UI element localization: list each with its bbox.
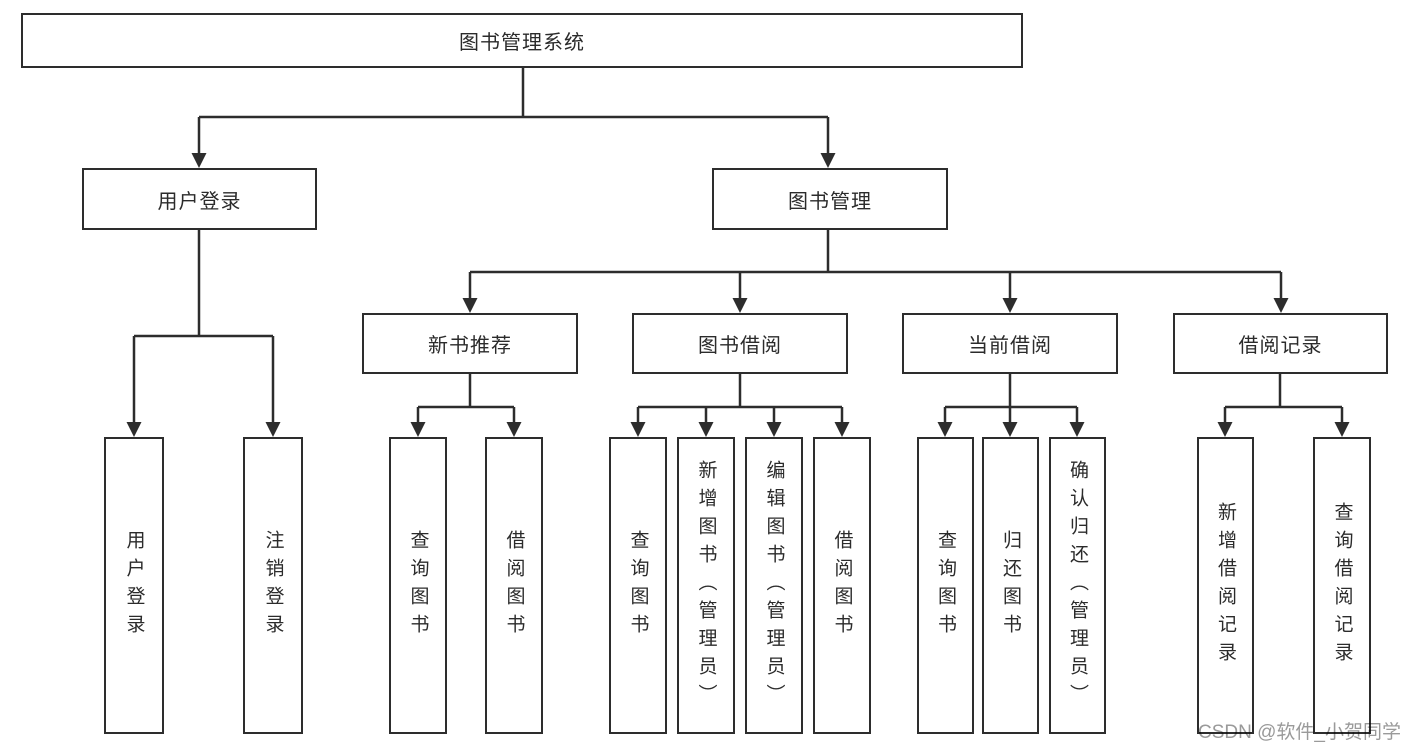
leaf-logout-label: 注销登录 bbox=[262, 529, 284, 642]
node-borrowing-records: 借阅记录 bbox=[1173, 313, 1388, 374]
leaf-edit-book-admin: 编辑图书（管理员） bbox=[745, 437, 803, 734]
leaf-add-book-admin: 新增图书（管理员） bbox=[677, 437, 735, 734]
leaf-borrowing-borrow-books: 借阅图书 bbox=[813, 437, 871, 734]
leaf-borrowing-query-books-label: 查询图书 bbox=[627, 529, 649, 642]
leaf-user-login: 用户登录 bbox=[104, 437, 164, 734]
node-user-login-label: 用户登录 bbox=[157, 190, 242, 213]
node-book-borrowing: 图书借阅 bbox=[632, 313, 848, 374]
leaf-confirm-return-admin-label: 确认归还（管理员） bbox=[1067, 459, 1088, 712]
csdn-watermark: CSDN @软件_小贺同学 bbox=[1198, 722, 1401, 743]
leaf-recommend-borrow-books-label: 借阅图书 bbox=[503, 529, 525, 642]
node-new-book-recommend: 新书推荐 bbox=[362, 313, 578, 374]
node-current-borrowing: 当前借阅 bbox=[902, 313, 1118, 374]
node-root-label: 图书管理系统 bbox=[459, 32, 585, 54]
leaf-return-books-label: 归还图书 bbox=[1000, 529, 1021, 642]
leaf-add-borrow-record-label: 新增借阅记录 bbox=[1215, 501, 1236, 670]
leaf-query-borrow-record: 查询借阅记录 bbox=[1313, 437, 1371, 734]
node-root-system: 图书管理系统 bbox=[21, 13, 1023, 68]
node-current-borrowing-label: 当前借阅 bbox=[968, 335, 1052, 357]
arrowheads bbox=[126, 153, 1350, 437]
leaf-user-login-label: 用户登录 bbox=[123, 529, 145, 642]
node-user-login: 用户登录 bbox=[82, 168, 317, 230]
leaf-current-query-books: 查询图书 bbox=[917, 437, 974, 734]
leaf-borrowing-query-books: 查询图书 bbox=[609, 437, 667, 734]
node-book-management-label: 图书管理 bbox=[788, 190, 872, 213]
leaf-borrowing-borrow-books-label: 借阅图书 bbox=[831, 529, 853, 642]
leaf-current-query-books-label: 查询图书 bbox=[935, 529, 956, 642]
node-book-management: 图书管理 bbox=[712, 168, 948, 230]
node-borrowing-records-label: 借阅记录 bbox=[1238, 335, 1323, 357]
leaf-edit-book-admin-label: 编辑图书（管理员） bbox=[763, 459, 785, 712]
leaf-logout: 注销登录 bbox=[243, 437, 303, 734]
leaf-add-book-admin-label: 新增图书（管理员） bbox=[695, 459, 717, 712]
leaf-query-borrow-record-label: 查询借阅记录 bbox=[1331, 501, 1353, 670]
leaf-add-borrow-record: 新增借阅记录 bbox=[1197, 437, 1254, 734]
leaf-recommend-borrow-books: 借阅图书 bbox=[485, 437, 543, 734]
node-book-borrowing-label: 图书借阅 bbox=[698, 335, 782, 357]
leaf-recommend-query-books: 查询图书 bbox=[389, 437, 447, 734]
leaf-recommend-query-books-label: 查询图书 bbox=[407, 529, 429, 642]
leaf-confirm-return-admin: 确认归还（管理员） bbox=[1049, 437, 1106, 734]
leaf-return-books: 归还图书 bbox=[982, 437, 1039, 734]
node-new-book-recommend-label: 新书推荐 bbox=[428, 335, 512, 357]
